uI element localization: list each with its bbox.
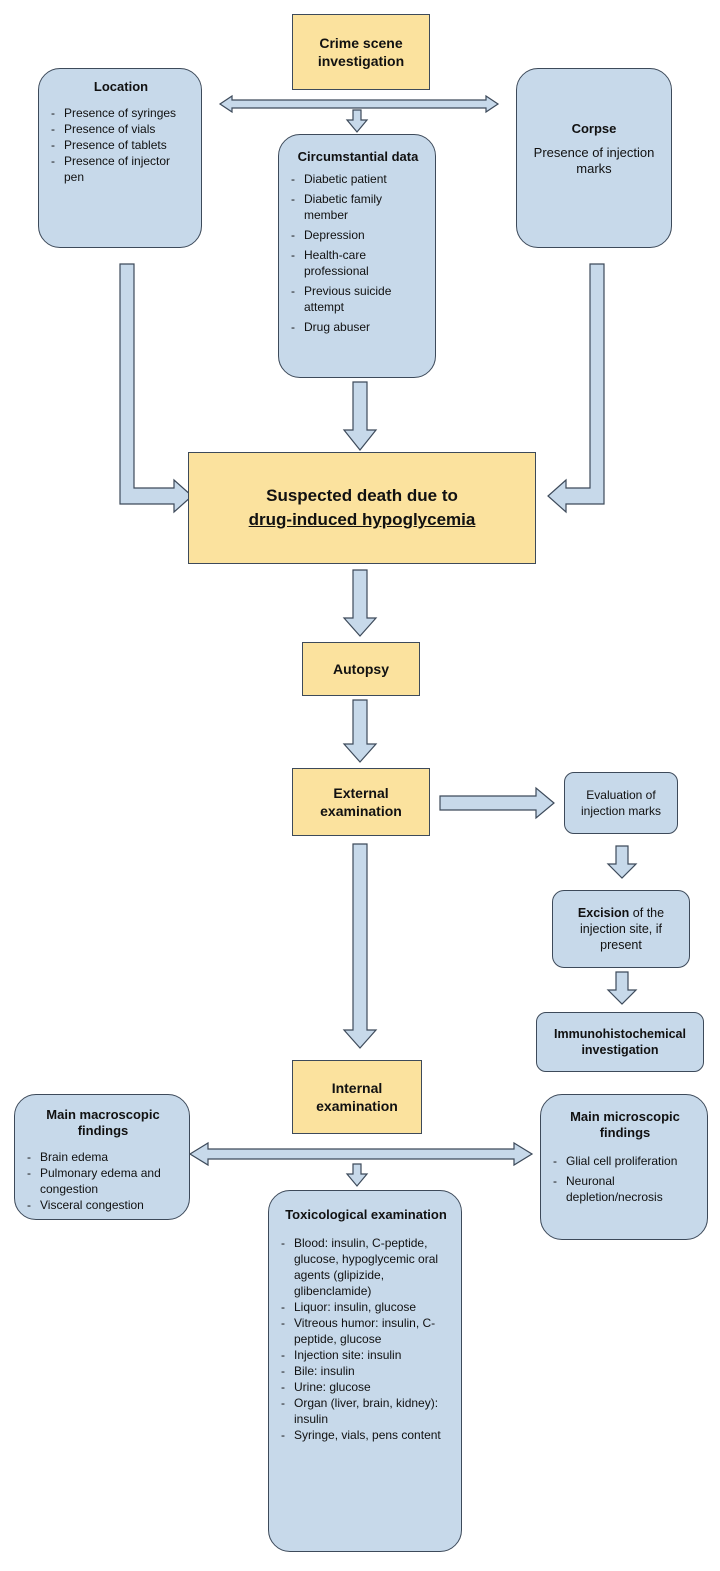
corpse-text: Presence of injection marks bbox=[533, 145, 655, 176]
arrow-suspected-to-autopsy bbox=[342, 569, 378, 637]
list-item: Organ (liver, brain, kidney): insulin bbox=[279, 1395, 453, 1427]
suspected-line1: Suspected death due to bbox=[266, 486, 458, 505]
list-item: Presence of vials bbox=[49, 121, 193, 137]
list-item: Syringe, vials, pens content bbox=[279, 1427, 453, 1443]
list-item: Presence of syringes bbox=[49, 105, 193, 121]
macroscopic-box: Main macroscopic findings Brain edema Pu… bbox=[14, 1094, 190, 1220]
corpse-box: Corpse Presence of injection marks bbox=[516, 68, 672, 248]
immuno-box: Immunohistochemical investigation bbox=[536, 1012, 704, 1072]
autopsy-box: Autopsy bbox=[302, 642, 420, 696]
list-item: Depression bbox=[289, 227, 427, 243]
autopsy-label: Autopsy bbox=[333, 661, 389, 677]
macroscopic-title: Main macroscopic findings bbox=[46, 1107, 160, 1138]
location-title: Location bbox=[93, 79, 149, 94]
crime-scene-line2: investigation bbox=[317, 53, 405, 69]
list-item: Diabetic family member bbox=[289, 191, 427, 223]
corpse-title: Corpse bbox=[571, 121, 617, 136]
arrow-autopsy-to-external bbox=[342, 699, 378, 763]
list-item: Urine: glucose bbox=[279, 1379, 453, 1395]
circumstantial-list: Diabetic patient Diabetic family member … bbox=[289, 171, 427, 335]
arrow-crime-scene-both bbox=[218, 94, 500, 114]
list-item: Presence of tablets bbox=[49, 137, 193, 153]
crime-scene-line1: Crime scene bbox=[319, 35, 403, 51]
arrow-excision-to-immuno bbox=[606, 971, 638, 1005]
microscopic-list: Glial cell proliferation Neuronal deplet… bbox=[551, 1153, 699, 1205]
evaluation-text: Evaluation of injection marks bbox=[580, 788, 662, 818]
arrow-circumstantial-to-suspected bbox=[342, 381, 378, 451]
list-item: Brain edema bbox=[25, 1149, 181, 1165]
evaluation-box: Evaluation of injection marks bbox=[564, 772, 678, 834]
arrow-to-toxicological bbox=[345, 1163, 369, 1187]
arrow-corpse-to-suspected bbox=[547, 263, 605, 514]
list-item: Previous suicide attempt bbox=[289, 283, 427, 315]
immuno-text: Immunohistochemical investigation bbox=[554, 1027, 686, 1057]
external-label: External examination bbox=[320, 785, 402, 819]
toxicological-box: Toxicological examination Blood: insulin… bbox=[268, 1190, 462, 1552]
circumstantial-title: Circumstantial data bbox=[297, 149, 419, 164]
list-item: Blood: insulin, C-peptide, glucose, hypo… bbox=[279, 1235, 453, 1299]
macroscopic-list: Brain edema Pulmonary edema and congesti… bbox=[25, 1149, 181, 1213]
arrow-external-to-evaluation bbox=[439, 786, 555, 820]
arrow-location-to-suspected bbox=[119, 263, 193, 514]
internal-examination-box: Internal examination bbox=[292, 1060, 422, 1134]
list-item: Presence of injector pen bbox=[49, 153, 193, 185]
list-item: Liquor: insulin, glucose bbox=[279, 1299, 453, 1315]
arrow-external-to-internal bbox=[342, 843, 378, 1049]
internal-label: Internal examination bbox=[316, 1080, 398, 1114]
list-item: Pulmonary edema and congestion bbox=[25, 1165, 181, 1197]
toxicological-list: Blood: insulin, C-peptide, glucose, hypo… bbox=[279, 1235, 453, 1443]
crime-scene-box: Crime scene investigation bbox=[292, 14, 430, 90]
suspected-death-box: Suspected death due to drug-induced hypo… bbox=[188, 452, 536, 564]
list-item: Vitreous humor: insulin, C-peptide, gluc… bbox=[279, 1315, 453, 1347]
excision-rest: of the injection site, if present bbox=[580, 906, 665, 952]
excision-bold: Excision bbox=[577, 906, 630, 920]
list-item: Diabetic patient bbox=[289, 171, 427, 187]
arrow-to-circumstantial bbox=[345, 109, 369, 133]
list-item: Health-care professional bbox=[289, 247, 427, 279]
list-item: Drug abuser bbox=[289, 319, 427, 335]
list-item: Visceral congestion bbox=[25, 1197, 181, 1213]
external-examination-box: External examination bbox=[292, 768, 430, 836]
list-item: Injection site: insulin bbox=[279, 1347, 453, 1363]
location-box: Location Presence of syringes Presence o… bbox=[38, 68, 202, 248]
arrow-evaluation-to-excision bbox=[606, 845, 638, 879]
list-item: Neuronal depletion/necrosis bbox=[551, 1173, 699, 1205]
excision-box: Excision of the injection site, if prese… bbox=[552, 890, 690, 968]
arrow-internal-both bbox=[188, 1141, 534, 1167]
circumstantial-box: Circumstantial data Diabetic patient Dia… bbox=[278, 134, 436, 378]
toxicological-title: Toxicological examination bbox=[285, 1207, 447, 1222]
microscopic-box: Main microscopic findings Glial cell pro… bbox=[540, 1094, 708, 1240]
microscopic-title: Main microscopic findings bbox=[570, 1109, 680, 1140]
excision-text: Excision of the injection site, if prese… bbox=[563, 905, 679, 953]
list-item: Glial cell proliferation bbox=[551, 1153, 699, 1169]
location-list: Presence of syringes Presence of vials P… bbox=[49, 105, 193, 185]
list-item: Bile: insulin bbox=[279, 1363, 453, 1379]
suspected-line2: drug-induced hypoglycemia bbox=[248, 510, 476, 529]
